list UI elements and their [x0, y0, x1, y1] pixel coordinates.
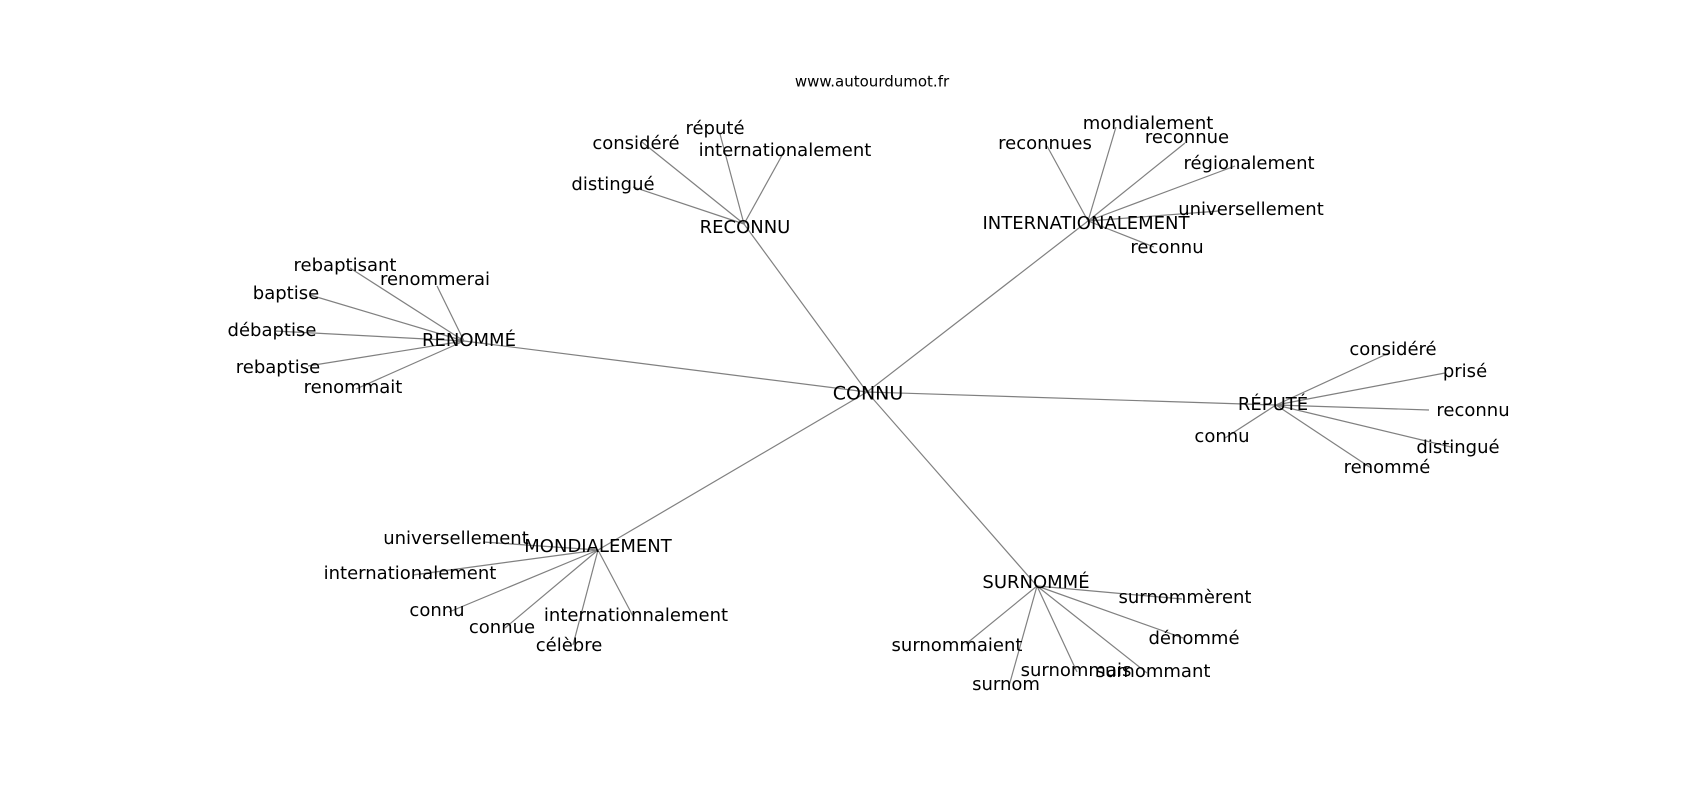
leaf-word-renomme-renommerai[interactable]: renommerai — [380, 269, 490, 290]
edge-repute-distingue — [1275, 404, 1452, 448]
leaf-word-internationalement-mondialement[interactable]: mondialement — [1083, 113, 1214, 134]
edge-reconnu-considere — [641, 141, 745, 225]
edge-renomme-rebaptise — [307, 340, 465, 367]
leaf-word-repute-distingue[interactable]: distingué — [1416, 437, 1499, 458]
leaf-word-internationalement-universellement[interactable]: universellement — [1178, 199, 1324, 220]
hub-word-renomme[interactable]: RENOMMÉ — [422, 329, 516, 351]
edge-repute-renomme — [1275, 404, 1372, 469]
edge-renomme-renommerai — [436, 285, 465, 342]
leaf-word-internationalement-regionalement[interactable]: régionalement — [1183, 153, 1314, 174]
hub-word-internationalement[interactable]: INTERNATIONALEMENT — [982, 213, 1190, 234]
leaf-word-surnomme-denomme[interactable]: dénommé — [1148, 628, 1239, 649]
leaf-word-internationalement-reconnue[interactable]: reconnue — [1145, 127, 1229, 148]
edge-mondialement-connu — [448, 549, 599, 613]
leaf-word-internationalement-reconnu[interactable]: reconnu — [1130, 237, 1203, 258]
edge-renomme-baptise — [309, 294, 465, 342]
edge-internationalement-reconnues — [1046, 145, 1089, 222]
leaf-word-repute-considere[interactable]: considéré — [1349, 339, 1436, 360]
edge-repute-connu — [1224, 404, 1277, 439]
edge-surnomme-surnommaient — [965, 585, 1038, 645]
leaf-word-surnomme-surnommant[interactable]: surnommant — [1096, 661, 1211, 682]
leaf-word-reconnu-considere[interactable]: considéré — [592, 133, 679, 154]
edge-center-reconnu — [743, 223, 868, 393]
leaf-word-mondialement-connue[interactable]: connue — [469, 617, 535, 638]
leaf-word-surnomme-surnommerent[interactable]: surnommèrent — [1119, 587, 1252, 608]
edge-internationalement-reconnu — [1087, 220, 1155, 248]
leaf-word-surnomme-surnommais[interactable]: surnommais — [1021, 660, 1132, 681]
edge-center-surnomme — [866, 391, 1038, 587]
leaf-word-surnomme-surnom[interactable]: surnom — [972, 674, 1040, 695]
leaf-word-renomme-renommait[interactable]: renommait — [304, 377, 403, 398]
edge-surnomme-surnommerent — [1036, 585, 1183, 600]
leaf-word-renomme-debaptise[interactable]: débaptise — [228, 320, 317, 341]
edge-renomme-renommait — [355, 340, 465, 390]
leaf-word-mondialement-universellement[interactable]: universellement — [383, 528, 529, 549]
leaf-word-repute-reconnu[interactable]: reconnu — [1436, 400, 1509, 421]
edge-mondialement-celebre — [572, 549, 599, 646]
leaf-word-mondialement-internationnalement[interactable]: internationnalement — [544, 605, 728, 626]
edge-surnomme-surnommant — [1036, 585, 1148, 674]
edge-internationalement-universellement — [1087, 210, 1220, 222]
edge-reconnu-internationalement — [743, 149, 786, 225]
leaf-word-mondialement-connu[interactable]: connu — [409, 600, 464, 621]
edge-surnomme-denomme — [1036, 585, 1184, 639]
edge-center-repute — [866, 391, 1277, 406]
leaf-word-reconnu-repute[interactable]: réputé — [685, 118, 744, 139]
edge-renomme-debaptise — [274, 330, 465, 342]
leaf-word-repute-renomme[interactable]: renommé — [1344, 457, 1431, 478]
edge-repute-considere — [1275, 352, 1390, 406]
hub-word-surnomme[interactable]: SURNOMMÉ — [982, 571, 1089, 593]
leaf-word-internationalement-reconnues[interactable]: reconnues — [998, 133, 1092, 154]
leaf-word-repute-connu[interactable]: connu — [1194, 426, 1249, 447]
edge-surnomme-surnommais — [1036, 585, 1078, 673]
edge-surnomme-surnom — [1008, 585, 1038, 687]
edge-renomme-rebaptisant — [349, 267, 465, 342]
leaf-word-mondialement-internationalement[interactable]: internationalement — [324, 563, 497, 584]
edge-mondialement-connue — [504, 549, 599, 629]
edge-center-internationalement — [866, 220, 1089, 393]
hub-word-reconnu[interactable]: RECONNU — [700, 217, 791, 238]
edge-internationalement-reconnue — [1087, 142, 1186, 222]
leaf-word-repute-prise[interactable]: prisé — [1443, 361, 1487, 382]
edge-mondialement-internationnalement — [597, 549, 635, 619]
edge-internationalement-mondialement — [1087, 126, 1117, 222]
edge-mondialement-universellement — [482, 541, 599, 551]
leaf-word-surnomme-surnommaient[interactable]: surnommaient — [892, 635, 1023, 656]
hub-word-mondialement[interactable]: MONDIALEMENT — [524, 536, 672, 557]
leaf-word-renomme-rebaptise[interactable]: rebaptise — [236, 357, 320, 378]
leaf-word-mondialement-celebre[interactable]: célèbre — [536, 635, 603, 656]
edge-mondialement-internationalement — [412, 549, 599, 576]
hub-word-repute[interactable]: RÉPUTÉ — [1238, 393, 1308, 415]
edge-reconnu-distingue — [632, 186, 745, 225]
leaf-word-renomme-baptise[interactable]: baptise — [253, 283, 319, 304]
edge-center-renomme — [463, 340, 868, 393]
edge-repute-reconnu — [1275, 404, 1430, 411]
edge-reconnu-repute — [719, 133, 745, 225]
site-url: www.autourdumot.fr — [795, 73, 950, 91]
edge-internationalement-regionalement — [1087, 165, 1236, 222]
leaf-word-renomme-rebaptisant[interactable]: rebaptisant — [294, 255, 397, 276]
leaf-word-reconnu-distingue[interactable]: distingué — [571, 174, 654, 195]
leaf-word-reconnu-internationalement[interactable]: internationalement — [699, 140, 872, 161]
edge-center-mondialement — [597, 391, 868, 551]
center-word[interactable]: CONNU — [833, 383, 904, 405]
edge-repute-prise — [1275, 372, 1446, 406]
